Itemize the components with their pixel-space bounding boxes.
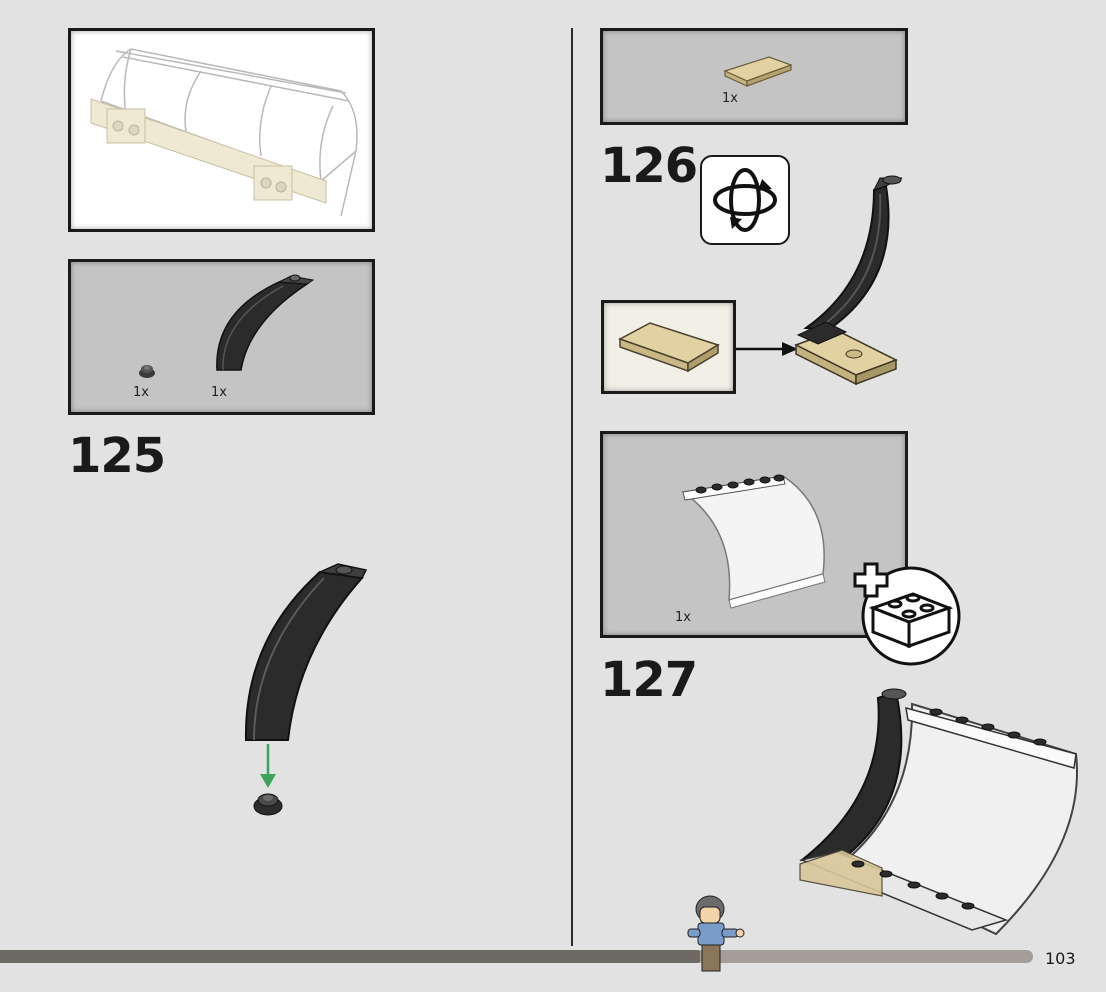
round-plate-part: [139, 365, 155, 378]
step-126-callout: [601, 300, 736, 394]
step-127-assembly: [799, 688, 1078, 936]
part-quantity: 1x: [722, 91, 738, 106]
progress-bar-completed: [0, 950, 700, 963]
faded-assembly-illustration: [90, 48, 358, 217]
tan-tile-callout: [618, 322, 720, 373]
previous-model-preview: [68, 28, 375, 232]
step-125-assembly: [244, 563, 368, 816]
part-quantity: 1x: [133, 385, 149, 400]
windscreen-part: [681, 474, 826, 609]
progress-bar-remaining: [700, 950, 1033, 963]
step-number-126: 126: [600, 138, 698, 194]
part-quantity: 1x: [675, 610, 691, 625]
part-quantity: 1x: [211, 385, 227, 400]
parts-box-step-126: 1x: [600, 28, 908, 125]
step-number-125: 125: [68, 428, 166, 484]
column-divider: [571, 28, 573, 946]
step-126-assembly: [736, 175, 903, 386]
parts-box-step-125: 1x 1x: [68, 259, 375, 415]
add-subassembly-icon: [851, 560, 961, 670]
curved-slope-part: [216, 274, 315, 371]
page-number: 103: [1045, 949, 1076, 968]
step-number-127: 127: [600, 652, 698, 708]
tan-tile-part: [723, 56, 793, 87]
rotate-model-icon: [700, 155, 790, 245]
parts-box-step-127: 1x: [600, 431, 908, 638]
minifigure-progress-marker: [687, 895, 745, 972]
